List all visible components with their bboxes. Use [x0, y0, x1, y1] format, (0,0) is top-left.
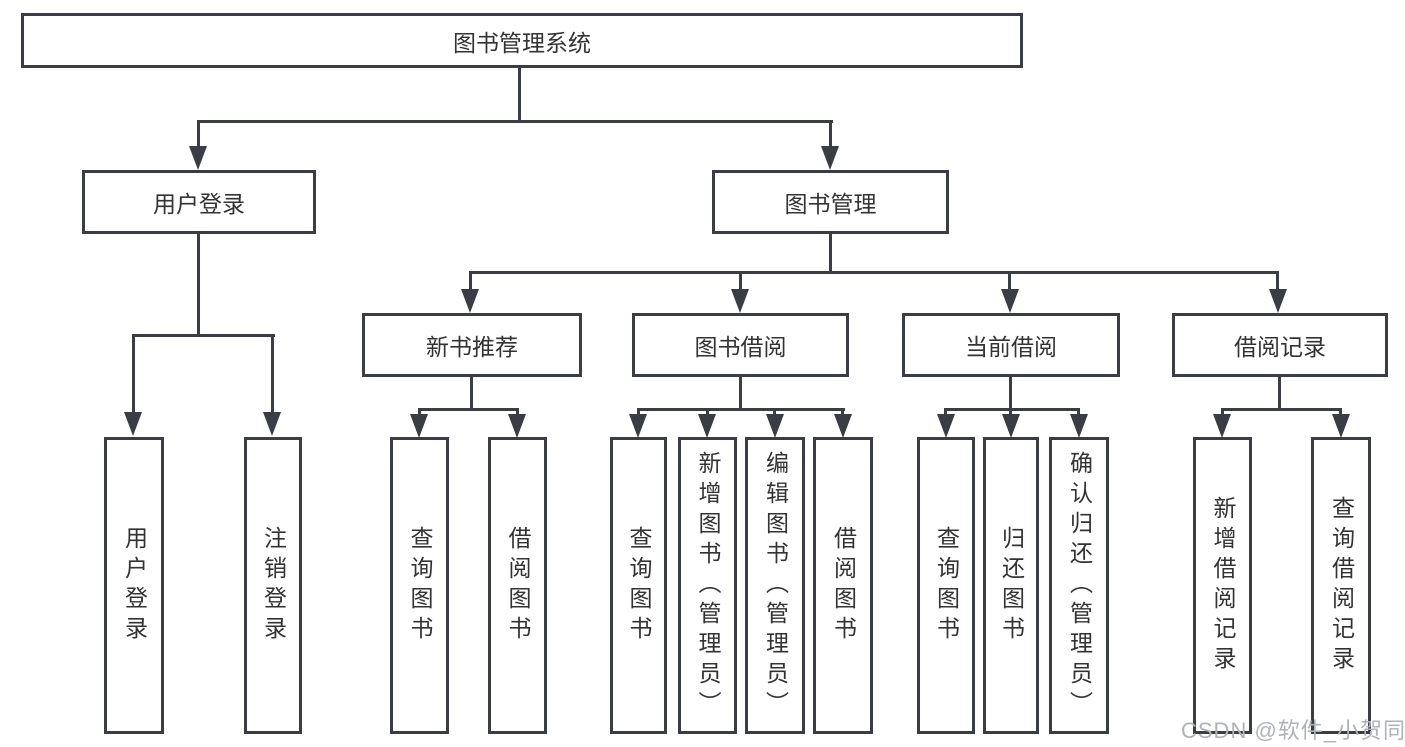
leaf-label: 查询图书: [626, 525, 652, 646]
arrow-down-icon: [629, 414, 647, 438]
connector-to-login: [132, 334, 135, 416]
arrow-down-icon: [1332, 414, 1350, 438]
connector-rail: [418, 408, 519, 411]
connector-root-rail: [197, 120, 833, 123]
connector-user-login-stem: [197, 234, 200, 334]
node-user-login: 用户登录: [82, 170, 316, 234]
leaf-query-borrow-record: 查询借阅记录: [1311, 437, 1371, 734]
connector-to-book-management: [829, 120, 832, 150]
connector-to-book-borrow: [739, 271, 742, 293]
leaf-query-books: 查询图书: [610, 437, 667, 734]
arrow-down-icon: [263, 412, 281, 436]
connector-stem: [1278, 377, 1281, 408]
leaf-edit-books-admin: 编辑图书（管理员）: [745, 437, 805, 734]
node-root-label: 图书管理系统: [453, 29, 591, 56]
arrow-down-icon: [189, 146, 207, 170]
connector-root-stem: [518, 68, 521, 120]
watermark: CSDN @软件_小贺同学: [1181, 718, 1405, 743]
connector-branch: [773, 408, 776, 418]
leaf-label: 查询借阅记录: [1328, 495, 1355, 676]
leaf-label: 新增图书（管理员）: [695, 450, 721, 721]
connector-to-new-books: [469, 271, 472, 293]
connector-to-logout: [271, 334, 274, 416]
arrow-down-icon: [1269, 289, 1287, 313]
leaf-label: 借阅图书: [830, 525, 857, 646]
connector-branch: [1009, 408, 1012, 418]
connector-branch: [706, 408, 709, 418]
node-root: 图书管理系统: [21, 13, 1023, 68]
arrow-down-icon: [821, 146, 839, 170]
arrow-down-icon: [1001, 289, 1019, 313]
node-user-login-label: 用户登录: [153, 191, 245, 217]
connector-branch: [1077, 408, 1080, 418]
arrow-down-icon: [834, 414, 852, 438]
node-book-management: 图书管理: [712, 170, 949, 234]
leaf-label: 归还图书: [998, 525, 1025, 646]
leaf-borrow-books: 借阅图书: [813, 437, 873, 734]
connector-branch: [418, 408, 421, 418]
arrow-down-icon: [410, 414, 428, 438]
node-book-borrow: 图书借阅: [632, 313, 849, 377]
leaf-label: 编辑图书（管理员）: [762, 450, 789, 721]
connector-branch: [516, 408, 519, 418]
node-label: 图书借阅: [694, 334, 787, 360]
connector-stem: [1009, 377, 1012, 408]
leaf-borrow-books: 借阅图书: [488, 437, 547, 734]
connector-branch: [637, 408, 640, 418]
node-borrow-records: 借阅记录: [1172, 313, 1388, 377]
leaf-label: 确认归还（管理员）: [1066, 450, 1093, 721]
connector-stem: [739, 377, 742, 408]
node-current-borrow: 当前借阅: [902, 313, 1120, 377]
leaf-label: 用户登录: [121, 525, 148, 646]
arrow-down-icon: [1002, 414, 1020, 438]
leaf-add-books-admin: 新增图书（管理员）: [678, 437, 737, 734]
node-label: 新书推荐: [426, 334, 518, 360]
connector-user-login-rail: [132, 334, 275, 337]
node-new-book-recommend: 新书推荐: [362, 313, 582, 377]
connector-branch: [1221, 408, 1224, 418]
connector-book-management-stem: [829, 234, 832, 271]
arrow-down-icon: [124, 412, 142, 436]
leaf-logout: 注销登录: [244, 437, 302, 734]
leaf-label: 注销登录: [260, 525, 287, 646]
node-book-management-label: 图书管理: [784, 191, 877, 217]
leaf-label: 借阅图书: [505, 525, 531, 646]
leaf-add-borrow-record: 新增借阅记录: [1193, 437, 1252, 734]
leaf-query-books: 查询图书: [390, 437, 449, 734]
arrow-down-icon: [461, 289, 479, 313]
connector-rail: [1222, 408, 1341, 411]
arrow-down-icon: [731, 289, 749, 313]
arrow-down-icon: [937, 414, 955, 438]
arrow-down-icon: [766, 414, 784, 438]
leaf-label: 查询图书: [407, 525, 433, 646]
connector-to-user-login: [197, 120, 200, 150]
leaf-label: 查询图书: [933, 525, 960, 646]
node-label: 借阅记录: [1234, 334, 1326, 360]
connector-stem: [470, 377, 473, 408]
leaf-query-books: 查询图书: [917, 437, 975, 734]
connector-to-borrow-records: [1276, 271, 1279, 293]
node-label: 当前借阅: [965, 334, 1057, 360]
connector-rail: [945, 408, 1080, 411]
leaf-label: 新增借阅记录: [1210, 495, 1236, 676]
leaf-user-login: 用户登录: [104, 437, 164, 734]
connector-branch: [944, 408, 947, 418]
arrow-down-icon: [508, 414, 526, 438]
connector-branch: [1339, 408, 1342, 418]
connector-rail: [637, 408, 845, 411]
connector-branch: [841, 408, 844, 418]
leaf-confirm-return-admin: 确认归还（管理员）: [1049, 437, 1109, 734]
arrow-down-icon: [1213, 414, 1231, 438]
arrow-down-icon: [1070, 414, 1088, 438]
connector-book-management-rail: [469, 271, 1279, 274]
arrow-down-icon: [698, 414, 716, 438]
leaf-return-books: 归还图书: [983, 437, 1039, 734]
connector-to-current-borrow: [1008, 271, 1011, 293]
